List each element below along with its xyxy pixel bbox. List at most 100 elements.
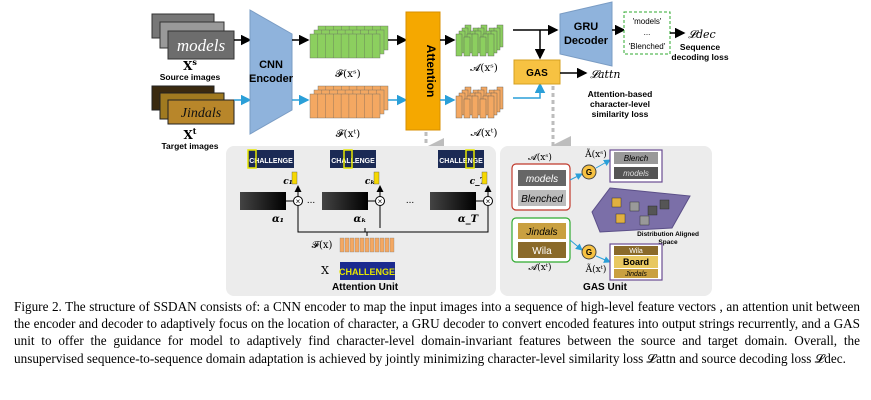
sample-image — [518, 170, 566, 186]
feat-x-label: 𝓕(x) — [312, 240, 333, 251]
tilde-src-1: Blench — [624, 154, 649, 163]
attention-unit-title: Attention Unit — [332, 282, 399, 293]
feature-slab — [309, 33, 381, 59]
loss-attn-label: 𝓛attn — [590, 68, 620, 81]
gas-block: GAS — [513, 59, 561, 85]
loss-attn-desc-1: Attention-based — [588, 89, 653, 99]
g-label: G — [586, 248, 592, 257]
attention-highlight — [343, 149, 353, 169]
aligned-feature — [611, 197, 622, 208]
feat-x-column — [379, 237, 385, 253]
feat-x-column — [339, 237, 345, 253]
feat-x-column — [344, 237, 350, 253]
feat-x-column — [364, 237, 370, 253]
output-strings-box: 'models' ... 'Blenched' — [623, 11, 671, 55]
sample-image — [518, 190, 566, 206]
feat-x-column — [349, 237, 355, 253]
encoder-label-line2: Encoder — [249, 73, 294, 85]
context-vector — [291, 171, 298, 185]
loss-attn-desc-3: similarity loss — [592, 109, 649, 119]
target-image-stack: Jindals — [151, 85, 235, 125]
aligned-feature — [639, 215, 650, 226]
target-label-var: Xt — [183, 126, 196, 142]
attended-slab — [463, 36, 471, 57]
feature-block-target — [309, 85, 389, 119]
context-vector-label: cₖ — [365, 177, 375, 187]
sample-image — [614, 152, 658, 164]
multiply-node — [483, 196, 493, 206]
gas-a-src-label: 𝓐(xˢ) — [528, 152, 552, 163]
g-node — [581, 244, 597, 260]
challenge-crop-word: CHALLENGE — [249, 158, 293, 165]
attention-highlight — [247, 149, 257, 169]
sample-image — [614, 167, 658, 179]
sample-image — [614, 269, 658, 278]
aligned-feature — [629, 201, 640, 212]
hidden-state — [240, 192, 286, 210]
edge — [595, 159, 611, 169]
space-label-2: Space — [658, 239, 678, 246]
attended-slab — [471, 95, 479, 119]
g-label: G — [586, 168, 592, 177]
gas-unit-content: 𝓐(xˢ)modelsBlenchedJindalsWila𝓐(xᵗ)GGÃ(x… — [511, 148, 699, 281]
loss-dec-desc-2: decoding loss — [671, 52, 728, 62]
hidden-state — [322, 192, 368, 210]
output-word-3: 'Blenched' — [629, 42, 666, 51]
output-word-2: ... — [644, 28, 651, 37]
feat-x-column — [384, 237, 390, 253]
caption-text: Figure 2. The structure of SSDAN consist… — [14, 299, 860, 366]
aligned-feature — [659, 199, 670, 210]
tilde-tgt-1: Wila — [629, 248, 643, 255]
challenge-crop-word: CHALLENGE — [439, 158, 483, 165]
loss-dec-desc-1: Sequence — [680, 42, 720, 52]
gru-label-line1: GRU — [574, 21, 599, 33]
challenge-crop-word: CHALLENGE — [331, 158, 375, 165]
attended-feature-source — [455, 24, 504, 57]
tilde-tgt-2: Board — [623, 257, 649, 267]
target-label-text: Target images — [161, 141, 218, 151]
gas-sample-tgt-2: Wila — [532, 246, 552, 257]
gas-a-tgt-label: 𝓐(xᵗ) — [528, 262, 551, 273]
challenge-crop — [330, 150, 376, 168]
sample-image — [614, 246, 658, 255]
tilde-src-2: models — [623, 169, 649, 178]
attention-label: Attention — [424, 45, 438, 98]
alpha-label: αₖ — [354, 214, 367, 225]
context-vector — [373, 171, 380, 185]
gas-unit-title: GAS Unit — [583, 282, 628, 293]
alpha-label: α_T — [458, 214, 480, 225]
aligned-feature — [647, 205, 658, 216]
attended-slab — [463, 98, 471, 119]
sample-image — [518, 223, 566, 239]
attended-feature-target — [455, 86, 504, 119]
edge — [569, 173, 583, 181]
source-image-stack: models — [151, 13, 235, 60]
gru-decoder-block: GRU Decoder — [559, 1, 613, 67]
challenge-crop — [438, 150, 484, 168]
tilde-tgt-3: Jindals — [624, 271, 647, 278]
multiply-node — [293, 196, 303, 206]
gas-label: GAS — [526, 68, 548, 79]
feat-x-column — [354, 237, 360, 253]
challenge-crop — [248, 150, 294, 168]
attended-slab — [455, 33, 463, 57]
gru-label-line2: Decoder — [564, 35, 609, 47]
feat-x-column — [359, 237, 365, 253]
context-vector-label: c₁ — [283, 177, 292, 187]
source-word: models — [177, 36, 226, 55]
multiply-node — [375, 196, 385, 206]
attended-slab — [487, 33, 495, 57]
context-vector-label: c_T — [470, 177, 488, 187]
ssdan-architecture-diagram: models Xs Source images Jindals Xt Targe… — [151, 1, 729, 296]
edge — [595, 255, 611, 263]
space-label-1: Distribution Aligned — [637, 231, 699, 238]
input-challenge-word: CHALLENGE — [339, 267, 395, 277]
gas-sample-tgt-1: Jindals — [525, 227, 557, 238]
feat-tgt-label: 𝓕(xᵗ) — [336, 128, 360, 140]
multiply-sign: × — [486, 197, 491, 206]
encoder-label-line1: CNN — [259, 59, 283, 71]
alpha-label: α₁ — [272, 214, 284, 225]
context-vector — [481, 171, 488, 185]
gas-a-src-tilde: Ã(xˢ) — [584, 148, 607, 160]
attention-block: Attention — [405, 11, 441, 131]
